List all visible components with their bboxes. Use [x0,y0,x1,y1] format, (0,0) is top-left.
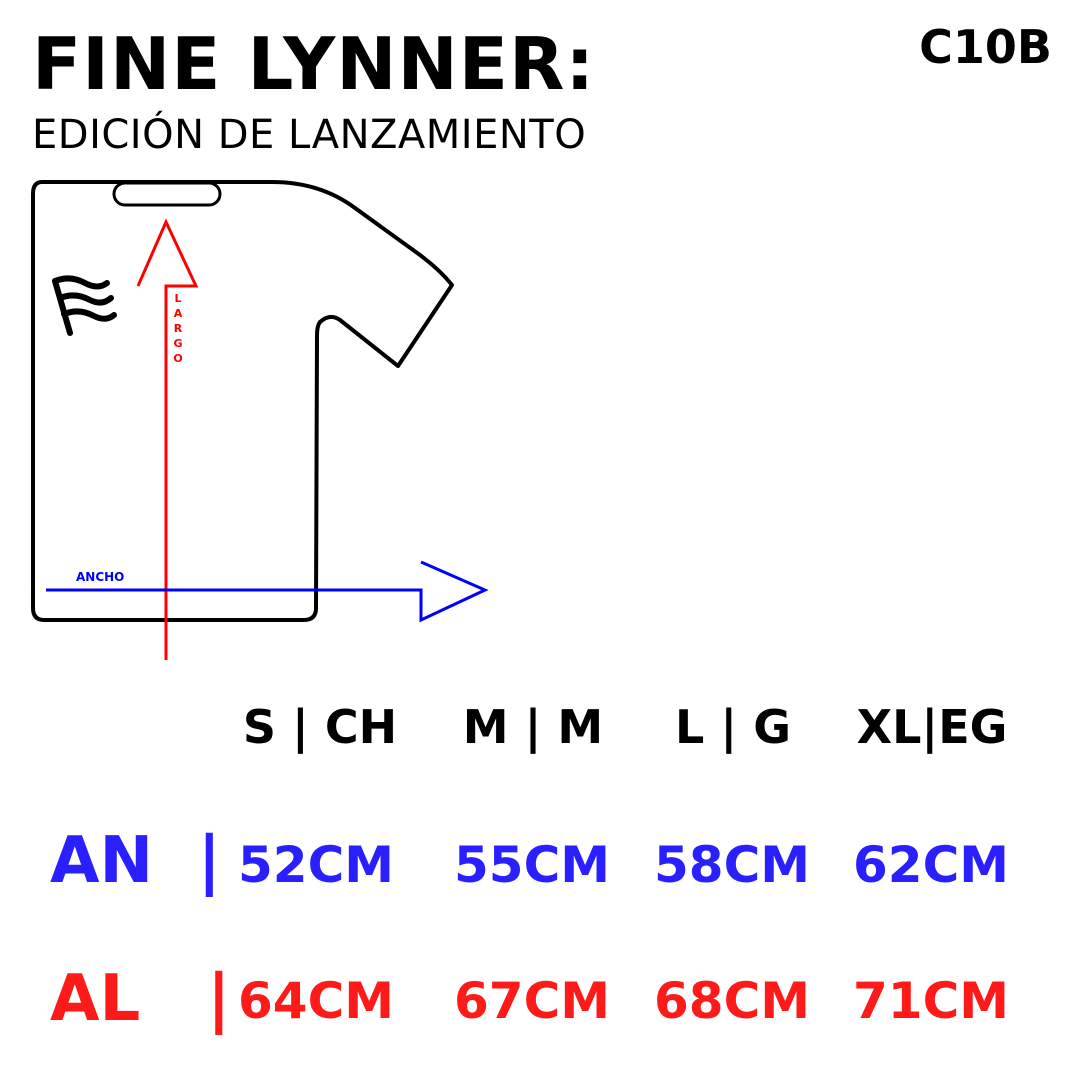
product-subtitle: EDICIÓN DE LANZAMIENTO [32,112,587,158]
length-value-m: 67CM [453,972,611,1030]
size-header-l: L | G [675,700,791,754]
size-header-s: S | CH [242,700,398,754]
width-value-s: 52CM [237,836,395,894]
width-label: ANCHO [76,570,124,584]
width-value-l: 58CM [653,836,811,894]
width-value-xl: 62CM [852,836,1010,894]
shirt-collar [112,181,222,207]
row-label-width: AN | [50,824,222,898]
length-arrow [136,218,199,660]
length-value-s: 64CM [237,972,395,1030]
product-title: FINE LYNNER: [32,22,596,106]
shirt-diagram: ANCHO [31,180,489,660]
width-value-m: 55CM [453,836,611,894]
shirt-outline [31,180,454,622]
row-label-length: AL | [50,962,231,1036]
wave-flag-logo-icon [52,275,117,336]
size-header-xl: XL|EG [856,700,1008,754]
length-value-l: 68CM [653,972,811,1030]
size-header-m: M | M [462,700,604,754]
length-label: LARGO [173,292,183,365]
product-code: C10B [919,20,1052,74]
width-arrow [46,560,489,623]
length-value-xl: 71CM [852,972,1010,1030]
